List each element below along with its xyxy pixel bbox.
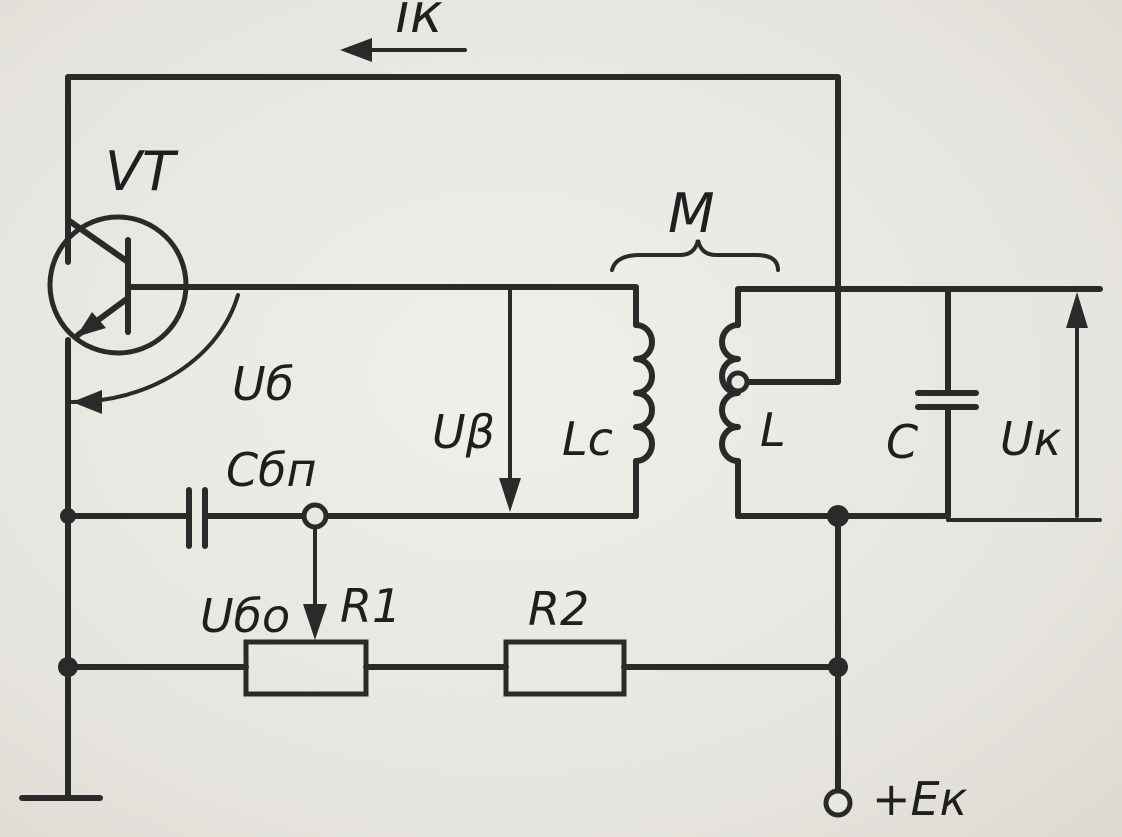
node-tap bbox=[726, 370, 750, 394]
current-arrow bbox=[340, 38, 467, 62]
label-ub: Uб bbox=[232, 357, 294, 411]
label-ubo: Uбо bbox=[200, 589, 290, 643]
l-coil bbox=[719, 322, 741, 519]
label-uk: Uк bbox=[1000, 412, 1062, 466]
node-right-bottom bbox=[828, 657, 848, 677]
label-vt: VT bbox=[105, 140, 179, 203]
lc-coil bbox=[633, 322, 655, 519]
node-left-bottom bbox=[58, 657, 78, 677]
label-ek: +Eк bbox=[872, 772, 968, 826]
tank-top-wire bbox=[735, 286, 1103, 328]
emitter-arrow bbox=[76, 312, 106, 337]
label-lc: Lc bbox=[562, 412, 613, 466]
node-left-top bbox=[60, 508, 76, 524]
label-r2: R2 bbox=[528, 582, 589, 636]
label-c: C bbox=[886, 415, 918, 469]
label-r1: R1 bbox=[340, 579, 401, 633]
collector-wire bbox=[65, 74, 841, 385]
base-wire bbox=[125, 284, 639, 328]
label-m: M bbox=[668, 182, 715, 245]
ub-arc bbox=[70, 293, 240, 414]
ubeta-arrow bbox=[499, 288, 521, 512]
supply-terminal bbox=[823, 788, 853, 818]
node-cbp bbox=[301, 502, 329, 530]
resistor-r2 bbox=[503, 639, 627, 697]
label-l: L bbox=[760, 403, 786, 457]
mutual-brace bbox=[610, 239, 780, 272]
resistor-r1 bbox=[243, 639, 369, 697]
transistor-collector bbox=[65, 217, 131, 265]
r1-wiper bbox=[303, 525, 327, 640]
label-cbp: Cбп bbox=[226, 443, 317, 497]
uk-arrow bbox=[1066, 292, 1088, 518]
label-ubeta: Uβ bbox=[432, 405, 495, 459]
capacitor-c bbox=[915, 289, 979, 519]
label-ik: iк bbox=[395, 0, 443, 45]
